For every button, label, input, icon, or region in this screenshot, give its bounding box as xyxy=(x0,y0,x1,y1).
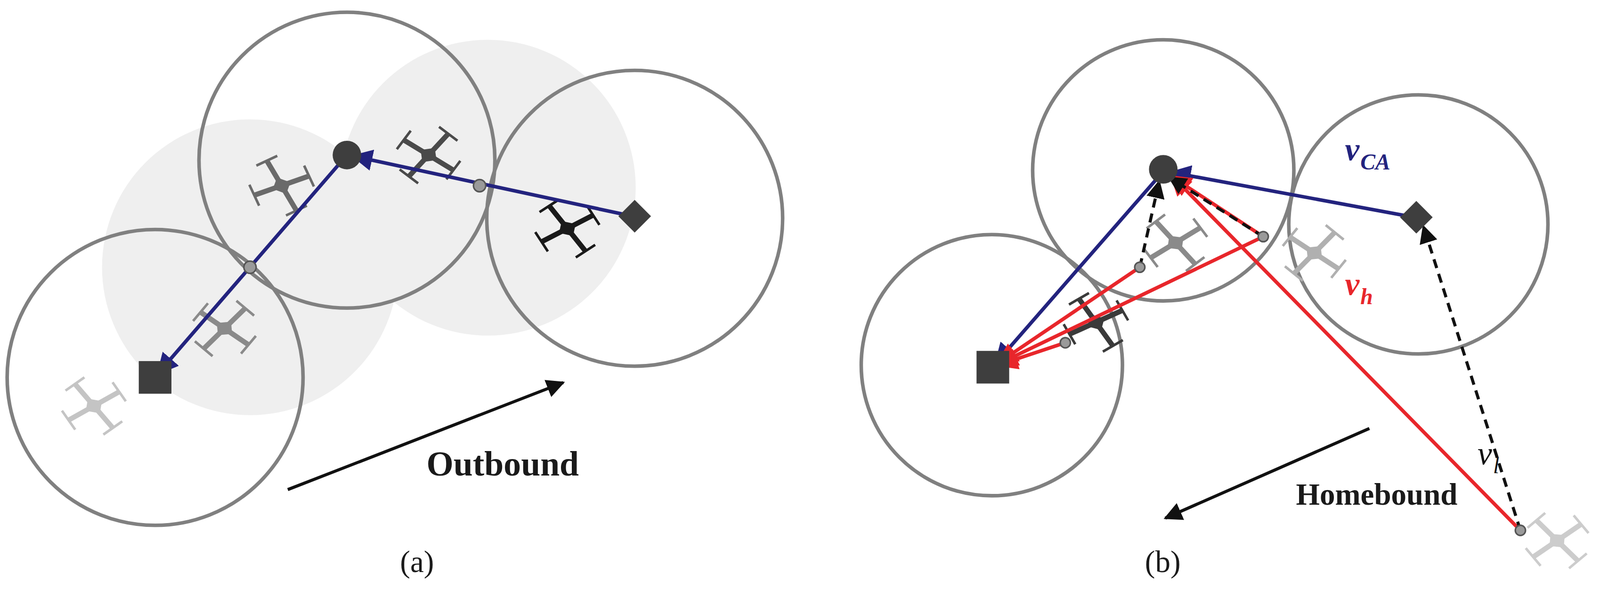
panel-label: (b) xyxy=(1145,546,1181,578)
panel-b xyxy=(860,39,1590,570)
velocity-symbol: v xyxy=(1344,267,1360,301)
velocity-subscript: h xyxy=(1360,285,1373,309)
velocity-subscript: CA xyxy=(1360,151,1391,174)
panel-label: (a) xyxy=(399,546,434,578)
direction-label: Homebound xyxy=(1295,479,1458,511)
panel-a xyxy=(7,12,783,526)
velocity-subscript: l xyxy=(1493,454,1500,478)
direction-label: Outbound xyxy=(426,446,580,482)
velocity-symbol: v xyxy=(1477,436,1493,470)
velocity-symbol: v xyxy=(1344,132,1360,166)
